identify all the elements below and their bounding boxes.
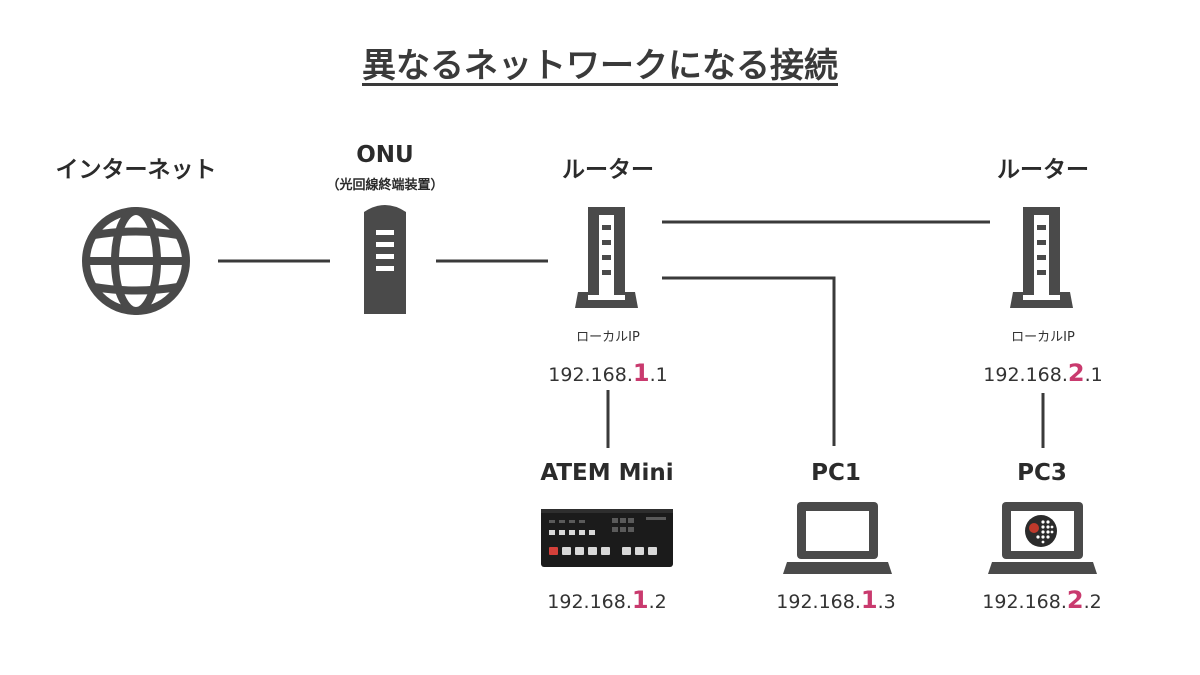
atem-label: ATEM Mini — [540, 460, 674, 486]
pc1-label: PC1 — [811, 460, 861, 486]
router1-label: ルーター — [562, 157, 654, 183]
ip-suffix: .1 — [1084, 364, 1103, 386]
link-router1-pc1 — [662, 276, 836, 446]
ip-subnet-highlight: 1 — [860, 586, 878, 614]
page-title-text: 異なるネットワークになる接続 — [362, 46, 838, 86]
ip-prefix: 192.168. — [982, 591, 1067, 613]
pc3-label: PC3 — [1017, 460, 1067, 486]
ip-subnet-highlight: 2 — [1066, 586, 1084, 614]
atem-mini-switcher-image — [541, 509, 673, 567]
ip-suffix: .3 — [877, 591, 896, 613]
ip-subnet-highlight: 1 — [632, 359, 650, 387]
ip-suffix: .2 — [648, 591, 667, 613]
router1-ip-address: 192.168.1.1 — [508, 359, 708, 387]
ip-prefix: 192.168. — [776, 591, 861, 613]
pc1-ip-address: 192.168.1.3 — [736, 586, 936, 614]
connection-lines — [218, 220, 1045, 448]
router-icon — [1010, 207, 1073, 308]
laptop-icon — [783, 502, 892, 574]
onu-sublabel: （光回線終端装置） — [326, 178, 444, 193]
onu-device-icon — [364, 205, 406, 314]
ip-subnet-highlight: 1 — [631, 586, 649, 614]
router2-ip-address: 192.168.2.1 — [943, 359, 1143, 387]
page-title: 異なるネットワークになる接続 — [0, 38, 1200, 87]
router2-ip-caption: ローカルIP — [1011, 330, 1075, 345]
ip-suffix: .2 — [1083, 591, 1102, 613]
atem-ip-address: 192.168.1.2 — [507, 586, 707, 614]
ip-prefix: 192.168. — [547, 591, 632, 613]
router2-label: ルーター — [997, 157, 1089, 183]
router-icon — [575, 207, 638, 308]
ip-suffix: .1 — [649, 364, 668, 386]
ip-prefix: 192.168. — [983, 364, 1068, 386]
internet-label: インターネット — [55, 157, 217, 183]
ip-prefix: 192.168. — [548, 364, 633, 386]
router1-ip-caption: ローカルIP — [576, 330, 640, 345]
laptop-icon — [988, 502, 1097, 574]
onu-label: ONU — [356, 142, 414, 168]
ip-subnet-highlight: 2 — [1067, 359, 1085, 387]
pc3-ip-address: 192.168.2.2 — [942, 586, 1142, 614]
globe-icon — [82, 207, 190, 315]
atem-software-logo-icon — [1025, 515, 1057, 547]
